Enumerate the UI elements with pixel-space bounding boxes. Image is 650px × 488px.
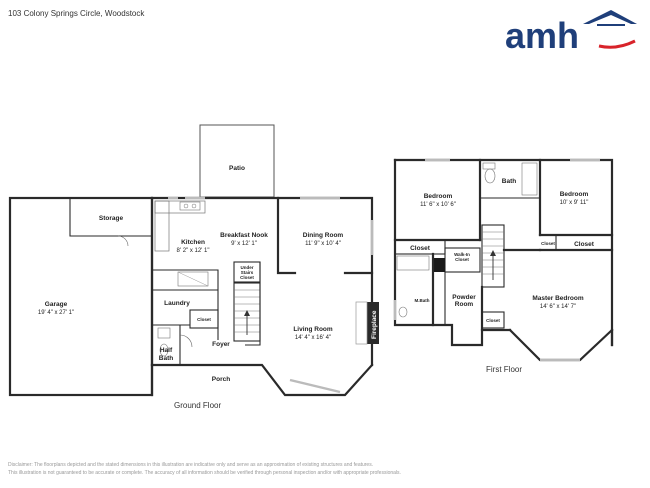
living-room-dims: 14' 4" x 16' 4" xyxy=(295,335,331,341)
dining-room-label: Dining Room xyxy=(303,232,344,239)
under-stairs-label-1: Under xyxy=(240,265,253,270)
mbath-label: M.Bath xyxy=(415,298,430,303)
logo-roof-icon xyxy=(583,10,637,24)
powder-room-label-1: Powder xyxy=(452,294,476,301)
garage-label: Garage xyxy=(45,301,68,308)
closet-d-label: Closet xyxy=(486,318,500,323)
garage-dims: 19' 4" x 27' 1" xyxy=(38,310,74,316)
bedroom-1-dims: 11' 6" x 10' 6" xyxy=(420,202,456,208)
walkin-closet-label-2: Closet xyxy=(455,257,469,262)
closet-a-label: Closet xyxy=(410,245,431,252)
ground-floor-plan xyxy=(8,124,379,397)
powder-room-label-2: Room xyxy=(455,301,474,308)
disclaimer-line-2: This illustration is not guaranteed to b… xyxy=(8,470,401,476)
closet-c-label: Closet xyxy=(574,241,595,248)
under-stairs-label-2: Stairs xyxy=(241,270,254,275)
master-bedroom-dims: 14' 6" x 14' 7" xyxy=(540,304,576,310)
kitchen-label: Kitchen xyxy=(181,239,205,246)
storage-label: Storage xyxy=(99,215,124,222)
first-floor-title: First Floor xyxy=(486,365,522,374)
property-address: 103 Colony Springs Circle, Woodstock xyxy=(8,9,145,18)
patio-area xyxy=(199,124,275,198)
garage-walls xyxy=(8,196,154,397)
breakfast-nook-dims: 9' x 12' 1" xyxy=(231,241,257,247)
half-bath-label-2: Bath xyxy=(159,355,173,362)
amh-logo: amh xyxy=(505,10,640,59)
fireplace-block xyxy=(367,302,379,344)
first-floor-plan xyxy=(393,158,614,362)
kitchen-dims: 8' 2" x 12' 1" xyxy=(177,248,210,254)
fireplace-label: Fireplace xyxy=(371,310,378,339)
bedroom-1-label: Bedroom xyxy=(424,193,453,200)
bath-label: Bath xyxy=(502,178,516,185)
patio-label: Patio xyxy=(229,165,245,172)
logo-wordmark: amh xyxy=(505,15,579,54)
foyer-label: Foyer xyxy=(212,341,230,348)
porch-label: Porch xyxy=(212,376,230,383)
breakfast-nook-label: Breakfast Nook xyxy=(220,232,268,239)
bedroom-2-dims: 10' x 9' 11" xyxy=(560,200,589,206)
under-stairs-label-3: Closet xyxy=(240,275,254,280)
closet-b-label: Closet xyxy=(541,241,555,246)
half-bath-label-1: Half xyxy=(160,347,173,354)
disclaimer-line-1: Disclaimer: The floorplans depicted and … xyxy=(8,462,374,468)
logo-swoosh-icon xyxy=(598,39,636,49)
closet-label: Closet xyxy=(197,317,211,322)
walkin-closet-label-1: Walk-In xyxy=(454,252,470,257)
ground-floor-title: Ground Floor xyxy=(174,401,222,410)
dining-room-dims: 11' 9" x 10' 4" xyxy=(305,241,341,247)
laundry-label: Laundry xyxy=(164,300,190,307)
bedroom-2-label: Bedroom xyxy=(560,191,589,198)
living-room-label: Living Room xyxy=(293,326,333,333)
master-bedroom-label: Master Bedroom xyxy=(532,295,584,302)
